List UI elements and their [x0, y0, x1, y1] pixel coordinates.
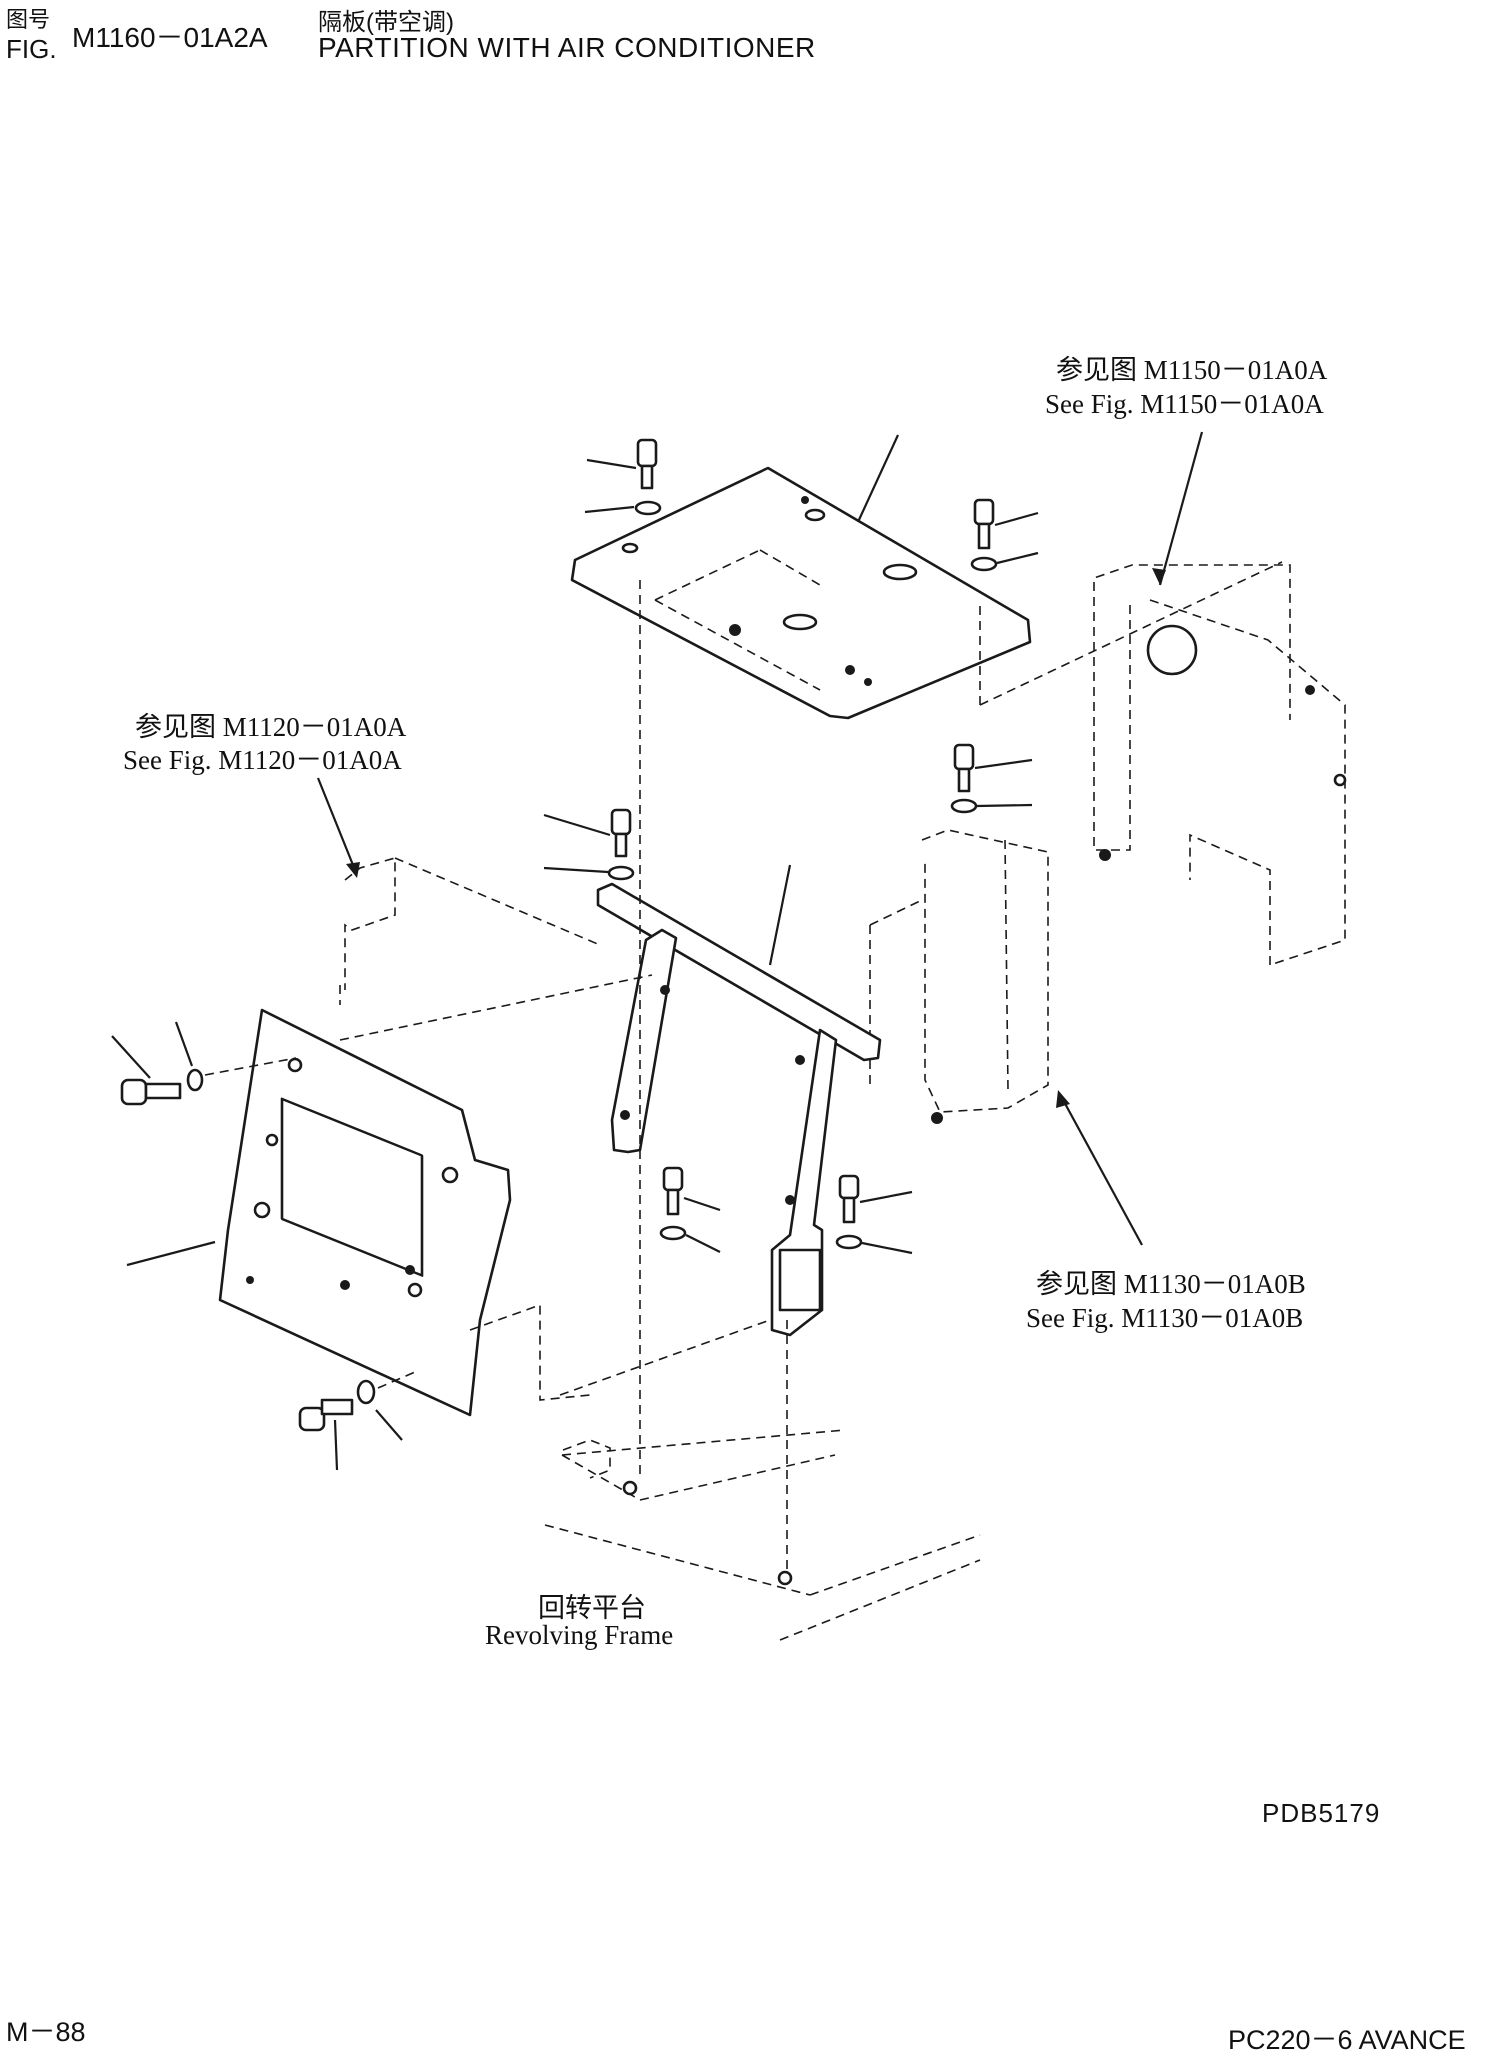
center-frame: [596, 864, 882, 1337]
drawing-code: PDB5179: [1262, 1798, 1381, 1828]
center-bolts: [543, 808, 913, 1255]
reference-m1120-en: See Fig. M1120－01A0A: [123, 745, 402, 775]
top-plate: [570, 466, 1032, 720]
fig-number: M1160－01A2A: [72, 22, 268, 53]
revolving-frame: [544, 580, 981, 1641]
fig-label-en: FIG.: [6, 34, 57, 64]
page-number: M－88: [6, 2017, 86, 2047]
side-bolts: [111, 1021, 416, 1471]
revolving-frame-en: Revolving Frame: [485, 1620, 674, 1650]
right-column: [869, 743, 1143, 1246]
left-panel: [126, 974, 771, 1417]
rear-right-panel: [979, 431, 1347, 966]
model-name: PC220－6 AVANCE: [1228, 2025, 1466, 2055]
left-bracket: [316, 777, 601, 1005]
title-cn: 隔板(带空调): [318, 9, 454, 36]
reference-m1130-en: See Fig. M1130－01A0B: [1026, 1303, 1304, 1333]
reference-m1120-cn: 参见图 M1120－01A0A: [135, 712, 407, 742]
revolving-frame-cn: 回转平台: [538, 1593, 646, 1623]
reference-m1150-en: See Fig. M1150－01A0A: [1045, 389, 1324, 419]
reference-m1150-cn: 参见图 M1150－01A0A: [1056, 355, 1328, 385]
page-title: PARTITION WITH AIR CONDITIONER: [318, 32, 816, 63]
reference-m1130-cn: 参见图 M1130－01A0B: [1036, 1269, 1306, 1299]
top-bolts: [584, 434, 1039, 572]
fig-label-cn: 图号: [6, 7, 51, 32]
